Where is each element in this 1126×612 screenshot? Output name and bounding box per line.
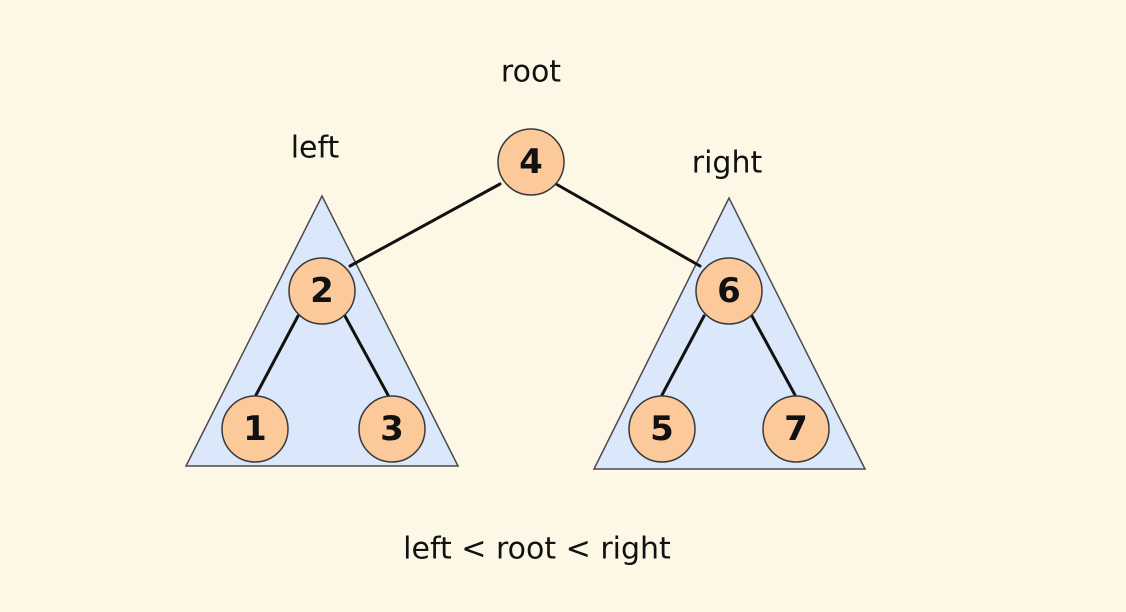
node-value: 3 — [380, 409, 404, 449]
node-circle — [762, 395, 830, 463]
node-circle — [695, 257, 763, 325]
node-circle — [628, 395, 696, 463]
edge-2-1 — [254, 314, 300, 397]
edge-2-3 — [343, 314, 390, 397]
node-value: 2 — [310, 271, 334, 311]
tree-node-1: 1 — [221, 395, 289, 463]
node-value: 1 — [243, 409, 267, 449]
left-label: left — [291, 131, 340, 166]
edge-6-5 — [660, 314, 706, 397]
node-circle — [221, 395, 289, 463]
node-circle — [358, 395, 426, 463]
tree-node-6: 6 — [695, 257, 763, 325]
edge-6-7 — [750, 314, 797, 397]
root-label: root — [501, 55, 561, 90]
node-value: 7 — [784, 409, 808, 449]
tree-node-2: 2 — [288, 257, 356, 325]
edge-4-6 — [554, 182, 702, 268]
tree-node-7: 7 — [762, 395, 830, 463]
bst-rule-caption: left < root < right — [403, 532, 671, 567]
tree-edges — [254, 182, 797, 397]
node-value: 4 — [519, 142, 543, 182]
node-circle — [288, 257, 356, 325]
node-value: 6 — [717, 271, 741, 311]
tree-node-5: 5 — [628, 395, 696, 463]
tree-node-3: 3 — [358, 395, 426, 463]
right-label: right — [692, 146, 763, 181]
node-circle — [497, 128, 565, 196]
edge-4-2 — [348, 182, 502, 268]
node-value: 5 — [650, 409, 674, 449]
tree-node-4: 4 — [497, 128, 565, 196]
